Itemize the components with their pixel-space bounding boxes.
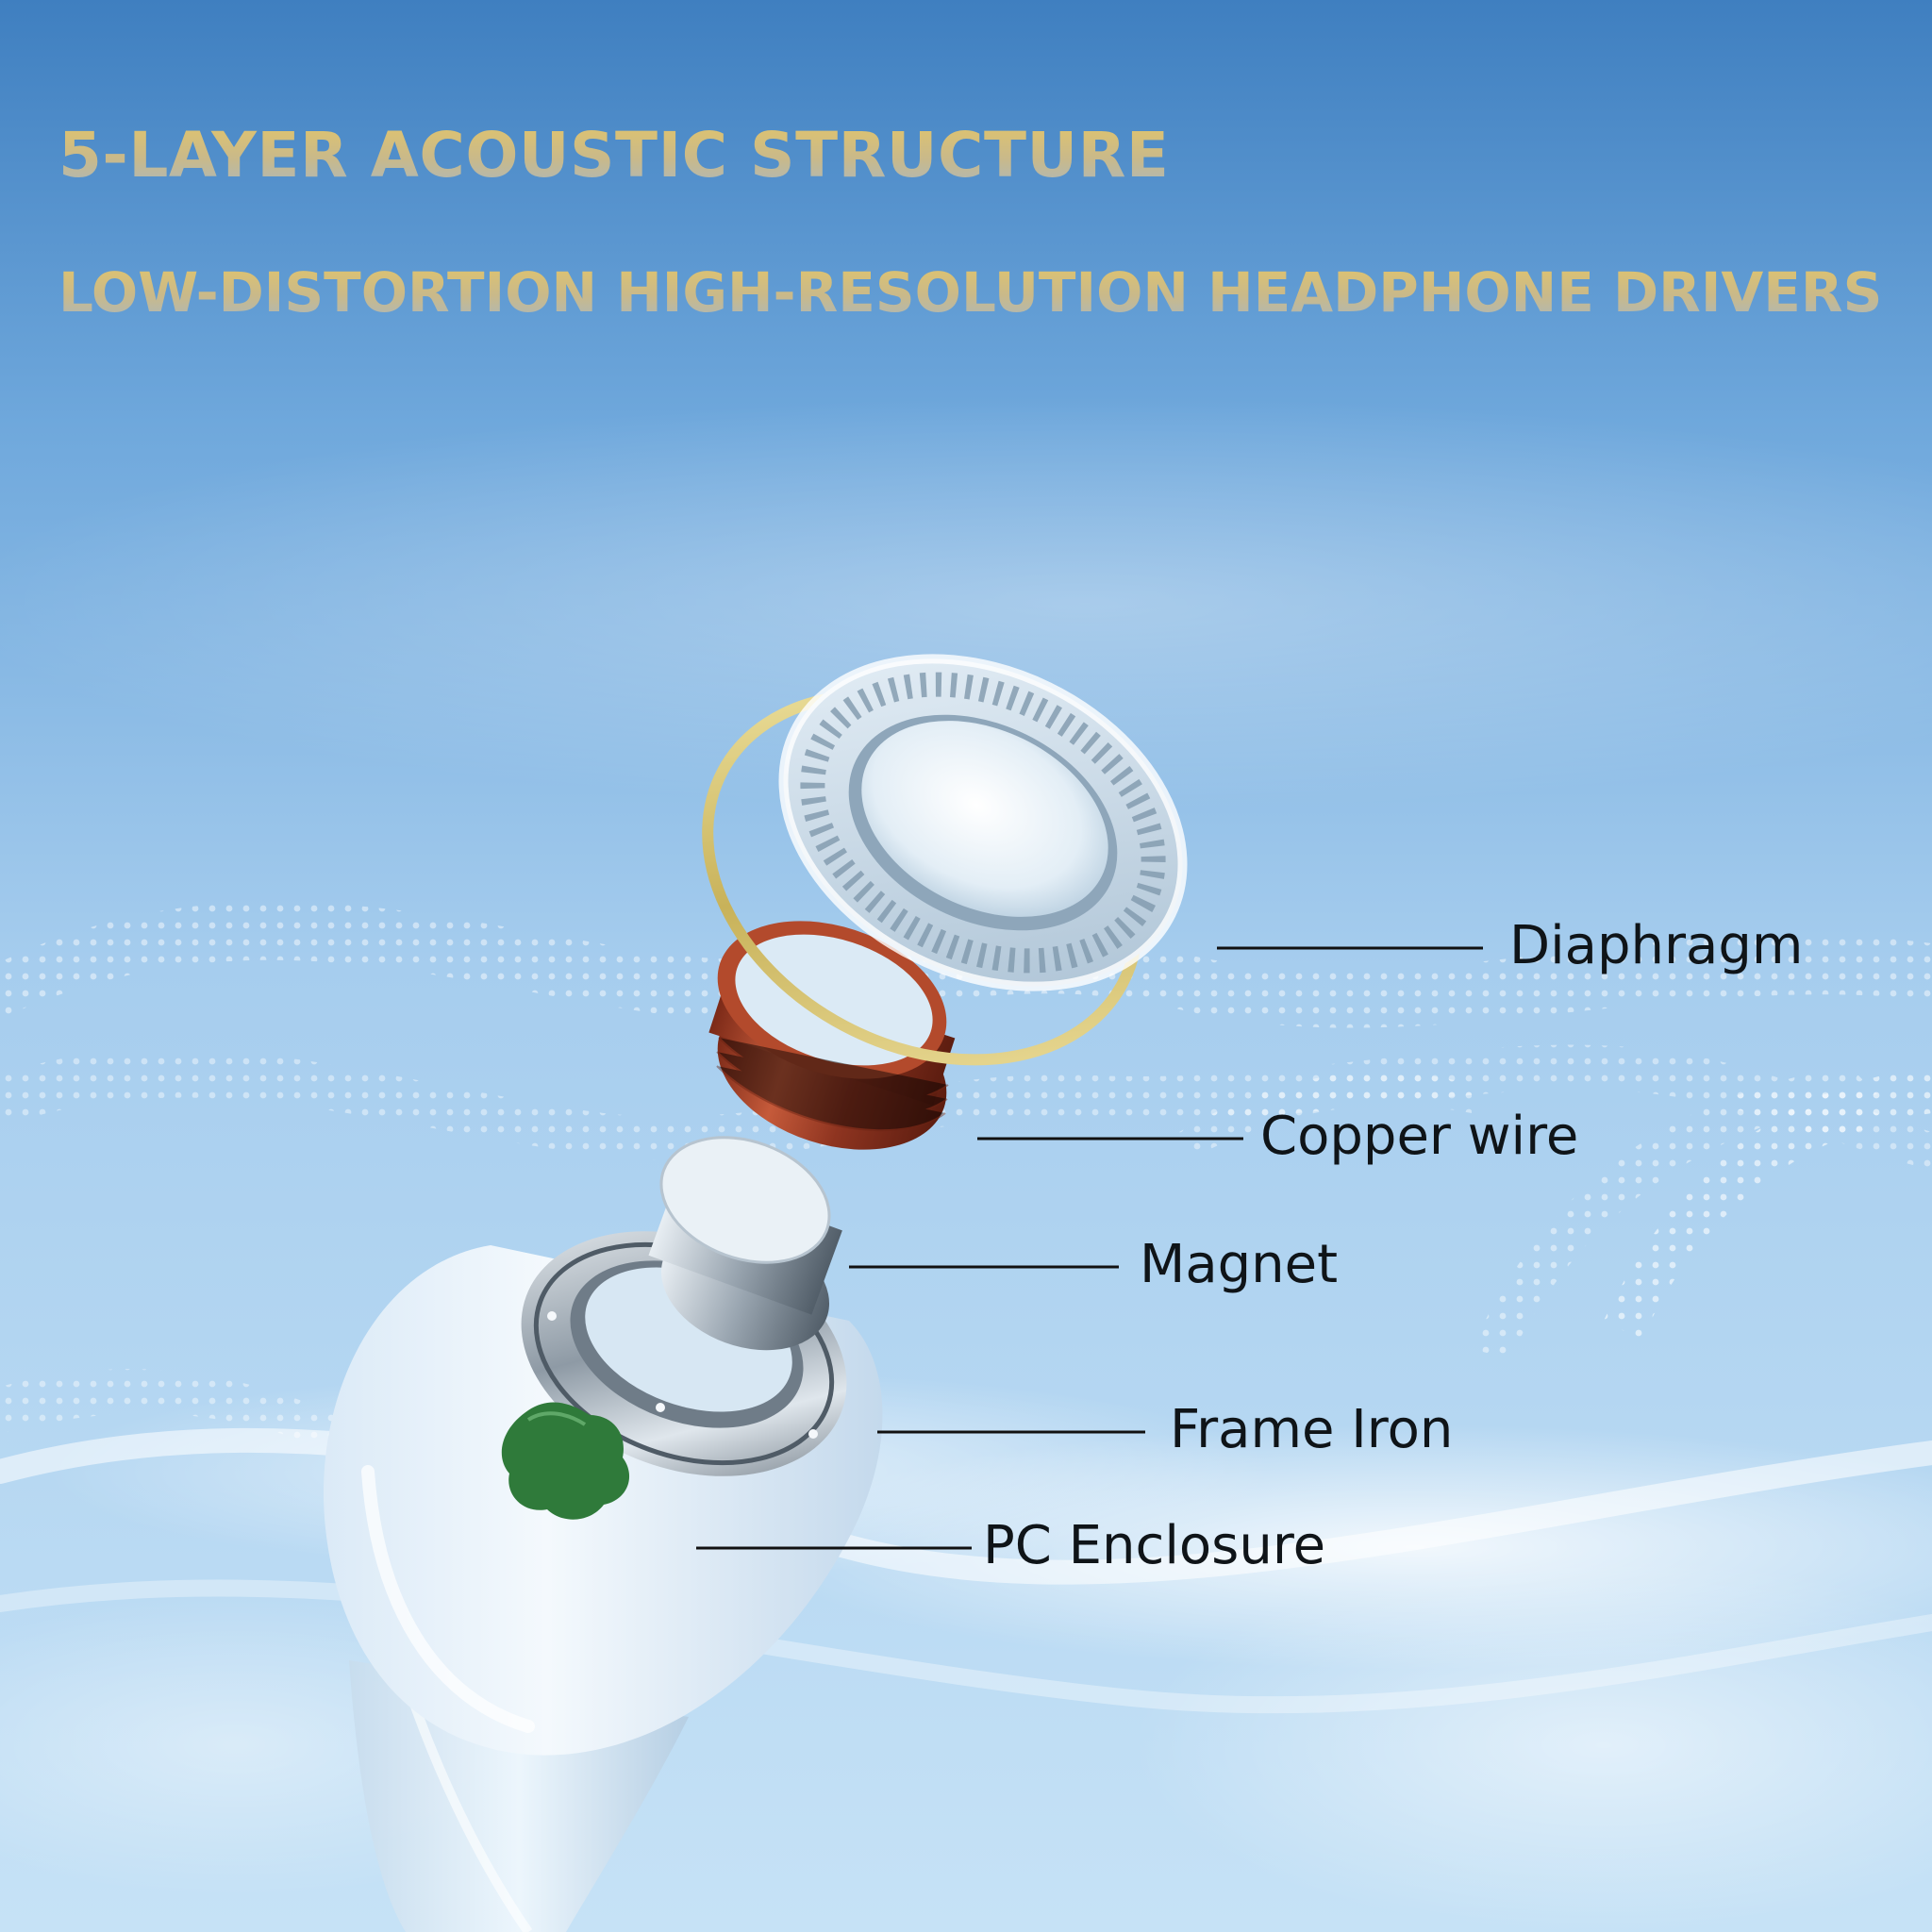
page-title: 5-LAYER ACOUSTIC STRUCTURE xyxy=(58,119,1170,192)
label-magnet: Magnet xyxy=(1140,1234,1339,1295)
label-diaphragm: Diaphragm xyxy=(1509,915,1804,976)
label-frame-iron: Frame Iron xyxy=(1170,1399,1454,1460)
label-pc-enclosure: PC Enclosure xyxy=(983,1515,1326,1576)
label-copper-wire: Copper wire xyxy=(1260,1106,1579,1167)
page-subtitle: LOW-DISTORTION HIGH-RESOLUTION HEADPHONE… xyxy=(58,260,1883,325)
